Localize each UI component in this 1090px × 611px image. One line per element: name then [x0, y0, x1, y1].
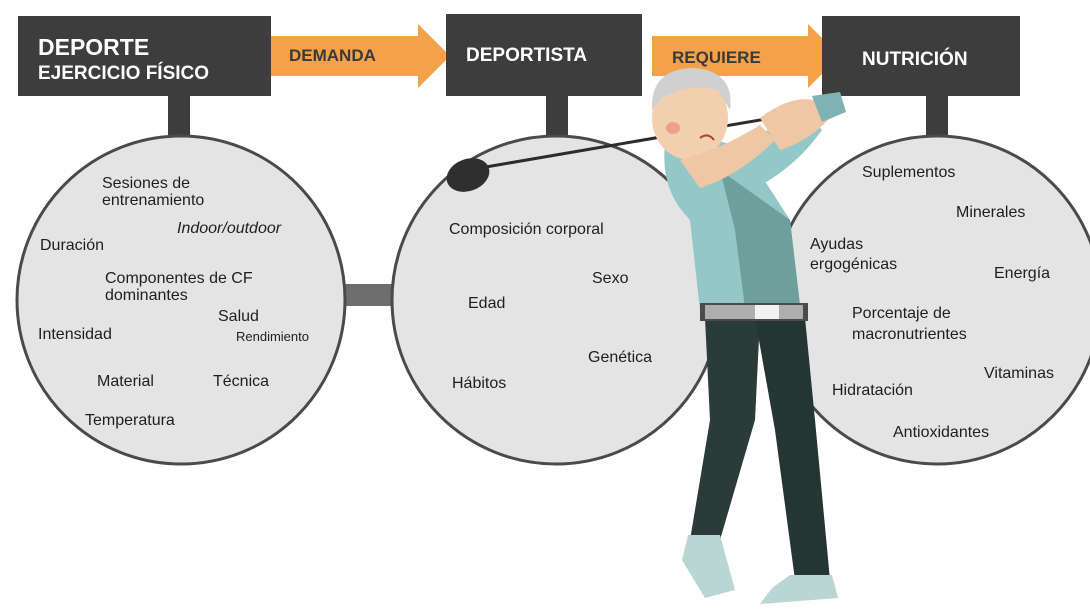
item-indoor-outdoor: Indoor/outdoor — [177, 220, 282, 237]
box-nutricion: NUTRICIÓN — [822, 16, 1020, 96]
item-sexo: Sexo — [592, 270, 629, 287]
stem-nutricion — [926, 96, 948, 141]
item-componentes-line1: Componentes de CF — [105, 270, 253, 287]
stem-deportista — [546, 96, 568, 141]
item-edad: Edad — [468, 295, 506, 312]
box-deporte-line2: EJERCICIO FÍSICO — [38, 63, 210, 84]
item-suplementos: Suplementos — [862, 164, 956, 181]
item-composicion-corporal: Composición corporal — [449, 221, 604, 238]
arrow-demanda — [270, 24, 450, 88]
item-rendimiento: Rendimiento — [236, 329, 309, 344]
item-temperatura: Temperatura — [85, 412, 175, 429]
item-antioxidantes: Antioxidantes — [893, 424, 990, 441]
stem-deporte — [168, 96, 190, 146]
item-habitos: Hábitos — [452, 375, 507, 392]
circle-deporte — [15, 134, 347, 466]
item-vitaminas: Vitaminas — [984, 365, 1054, 382]
item-componentes-line2: dominantes — [105, 287, 188, 304]
item-material: Material — [97, 373, 154, 390]
item-duracion: Duración — [40, 237, 105, 254]
box-deporte-line1: DEPORTE — [38, 34, 150, 60]
item-tecnica: Técnica — [213, 373, 270, 390]
circle-deportista — [390, 134, 722, 466]
item-porcentaje-line1: Porcentaje de — [852, 305, 951, 322]
box-deportista-label: DEPORTISTA — [466, 45, 588, 66]
item-ayudas-line2: ergogénicas — [810, 256, 898, 273]
item-sesiones-line2: entrenamiento — [102, 192, 205, 209]
item-salud: Salud — [218, 308, 259, 325]
box-nutricion-label: NUTRICIÓN — [862, 49, 968, 70]
item-porcentaje-line2: macronutrientes — [852, 326, 967, 343]
item-hidratacion: Hidratación — [832, 382, 913, 399]
arrow-demanda-label: DEMANDA — [289, 46, 376, 65]
item-minerales: Minerales — [956, 204, 1026, 221]
item-genetica: Genética — [588, 349, 653, 366]
item-ayudas-line1: Ayudas — [810, 236, 864, 253]
box-deportista: DEPORTISTA — [446, 14, 642, 96]
circle-connector — [335, 284, 405, 306]
item-energia: Energía — [994, 265, 1051, 282]
arrow-requiere-label: REQUIERE — [672, 48, 761, 67]
circle-nutricion — [771, 134, 1090, 466]
item-intensidad: Intensidad — [38, 326, 112, 343]
box-deporte: DEPORTE EJERCICIO FÍSICO — [18, 16, 271, 96]
item-sesiones-line1: Sesiones de — [102, 175, 191, 192]
